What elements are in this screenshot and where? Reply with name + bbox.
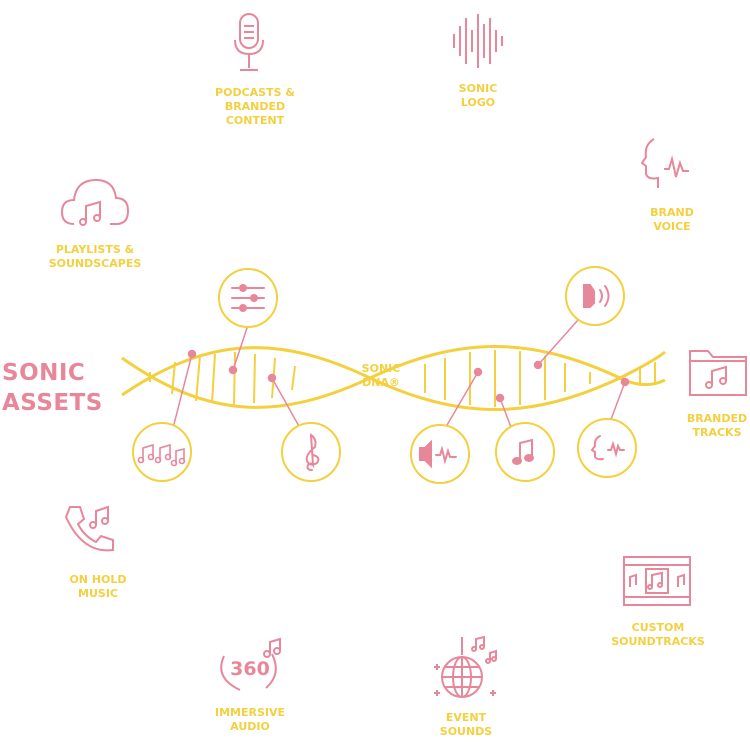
- branded-tracks-label: BRANDED TRACKS: [686, 412, 748, 439]
- custom-soundtracks-label: CUSTOM SOUNDTRACKS: [611, 621, 705, 648]
- phone-music-icon: [64, 505, 114, 552]
- sonic-logo-label: SONIC LOGO: [458, 82, 498, 109]
- immersive-audio-label: IMMERSIVE AUDIO: [214, 706, 285, 733]
- speaker-wave-icon: [419, 439, 457, 469]
- immersive-360-badge: 360: [230, 658, 270, 680]
- equalizer-icon: [231, 284, 265, 312]
- playlists-label: PLAYLISTS & SOUNDSCAPES: [48, 243, 142, 270]
- immersive-audio-icon: 360: [214, 636, 286, 700]
- folder-music-icon: [689, 350, 747, 396]
- brand-voice-icon: [640, 138, 689, 188]
- sonic-assets-title: SONIC ASSETS: [2, 360, 103, 416]
- disco-ball-icon: [434, 635, 497, 698]
- treble-clef-icon: [305, 433, 320, 471]
- speaker-voice-icon: [583, 284, 610, 308]
- music-notes-icon: [137, 443, 186, 467]
- event-sounds-label: EVENT SOUNDS: [439, 711, 493, 738]
- sound-wave-logo-icon: [453, 14, 503, 68]
- microphone-icon: [234, 13, 264, 71]
- sonic-dna-label: Sonic DNA®: [361, 362, 401, 389]
- cloud-music-icon: [60, 178, 130, 226]
- music-note-icon: [512, 438, 534, 465]
- brand-voice-label: BRAND VOICE: [650, 206, 694, 233]
- voice-wave-icon: [590, 435, 625, 461]
- on-hold-label: ON HOLD MUSIC: [69, 573, 127, 600]
- film-strip-icon: [623, 556, 691, 606]
- podcasts-label: PODCASTS & BRANDED CONTENT: [215, 86, 295, 127]
